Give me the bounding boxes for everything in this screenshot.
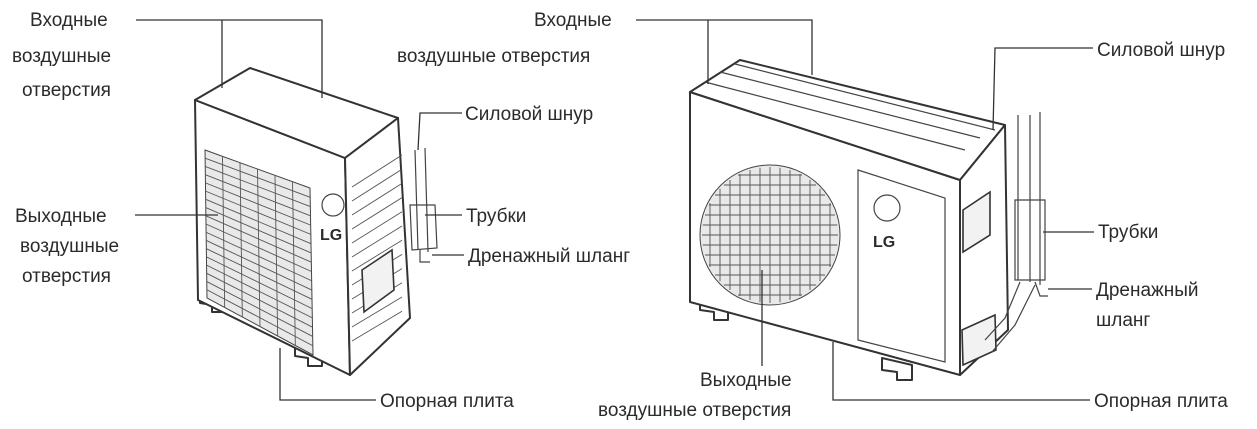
left-side-vent [351, 154, 403, 188]
left-side-vent [351, 183, 403, 216]
left-grille-slat [205, 190, 312, 235]
left-unit-service-box [361, 248, 395, 314]
left-grille-slat [205, 207, 312, 254]
left-side-vent [351, 168, 403, 202]
right-drain-hose-label-line1: Дренажный [1096, 280, 1199, 301]
left-side-vent [351, 310, 403, 342]
left-base-plate-label: Опорная плита [380, 391, 514, 412]
left-grille-slat [206, 289, 314, 347]
right-unit-service-valves [961, 313, 997, 367]
left-pipes-label: Трубки [466, 206, 526, 227]
right-unit-grille-lines [702, 167, 838, 303]
right-base-plate-label: Опорная плита [1094, 391, 1228, 412]
left-inlet-label-line3: отверстия [22, 80, 111, 101]
left-grille-slat [206, 281, 313, 337]
right-unit-foot-back [881, 357, 913, 381]
right-outlet-label-line1: Выходные [700, 370, 792, 391]
left-grille-slat [206, 240, 313, 291]
left-outlet-label-line1: Выходные [15, 206, 107, 227]
right-unit-logo-text: LG [873, 234, 895, 251]
left-power-cord-label: Силовой шнур [465, 104, 593, 125]
right-unit-top-ribs [704, 63, 996, 151]
right-inlet-label-line2: воздушные отверстия [397, 46, 590, 67]
left-inlet-leader [136, 19, 323, 98]
right-unit-pipe-bundle [1017, 112, 1041, 285]
left-inlet-label-line2: воздушные [12, 46, 111, 67]
right-unit-labels: Входные воздушные отверстия Силовой шнур… [397, 10, 1228, 421]
right-outlet-label-line2: воздушные отверстия [598, 400, 791, 421]
right-base-plate-leader [832, 342, 1090, 401]
left-unit-drain-hose [419, 250, 430, 263]
left-unit-pipes [409, 204, 438, 251]
left-grille-slat [205, 198, 312, 245]
right-inlet-label-line1: Входные [534, 10, 612, 31]
left-grille-slat [206, 264, 313, 319]
left-unit-logo-text: LG [320, 227, 342, 244]
left-drain-hose-label: Дренажный шланг [468, 246, 630, 267]
right-unit-pipes [1014, 199, 1046, 281]
left-side-vent [351, 239, 403, 272]
right-unit-front-panel [857, 169, 946, 363]
left-grille-slat [205, 182, 311, 226]
left-side-vent [351, 211, 403, 244]
left-side-vent [351, 225, 403, 258]
left-grille-slat [205, 174, 311, 217]
left-grille-slat [204, 157, 311, 198]
left-grille-slat [205, 166, 311, 207]
left-outlet-label-line2: воздушные [20, 236, 119, 257]
left-side-vent [351, 296, 403, 328]
left-unit-labels: Входные воздушные отверстия Выходные воз… [12, 10, 630, 412]
left-base-plate-leader [279, 348, 376, 401]
left-unit-power-cord [414, 147, 429, 253]
left-grille-slat [205, 215, 312, 263]
right-power-cord-leader [992, 47, 1093, 131]
left-unit: LG [194, 67, 438, 376]
right-power-cord-label: Силовой шнур [1097, 40, 1225, 61]
left-power-cord-leader [417, 112, 462, 151]
left-grille-slat [206, 272, 313, 328]
right-unit-drain-hose [1034, 281, 1048, 297]
left-grille-slat [205, 223, 312, 272]
right-unit-logo-icon [873, 194, 901, 222]
right-drain-hose-label-line2: шланг [1096, 310, 1150, 331]
right-unit: LG [689, 59, 1048, 381]
left-side-vent [351, 197, 403, 230]
right-pipes-label: Трубки [1098, 222, 1158, 243]
right-unit-side-face [959, 124, 1009, 376]
right-unit-pipe-bends [984, 281, 1036, 353]
left-outlet-label-line3: отверстия [22, 266, 111, 287]
left-grille-slat [205, 231, 312, 282]
right-unit-side-handle [962, 190, 991, 254]
right-inlet-leader [636, 19, 813, 84]
left-unit-logo-icon [321, 193, 345, 217]
left-unit-grille-lines [204, 156, 314, 347]
left-grille-slat [206, 248, 313, 300]
left-inlet-label-line1: Входные [30, 10, 108, 31]
left-unit-side-face [344, 117, 411, 376]
left-grille-slat [206, 256, 313, 310]
